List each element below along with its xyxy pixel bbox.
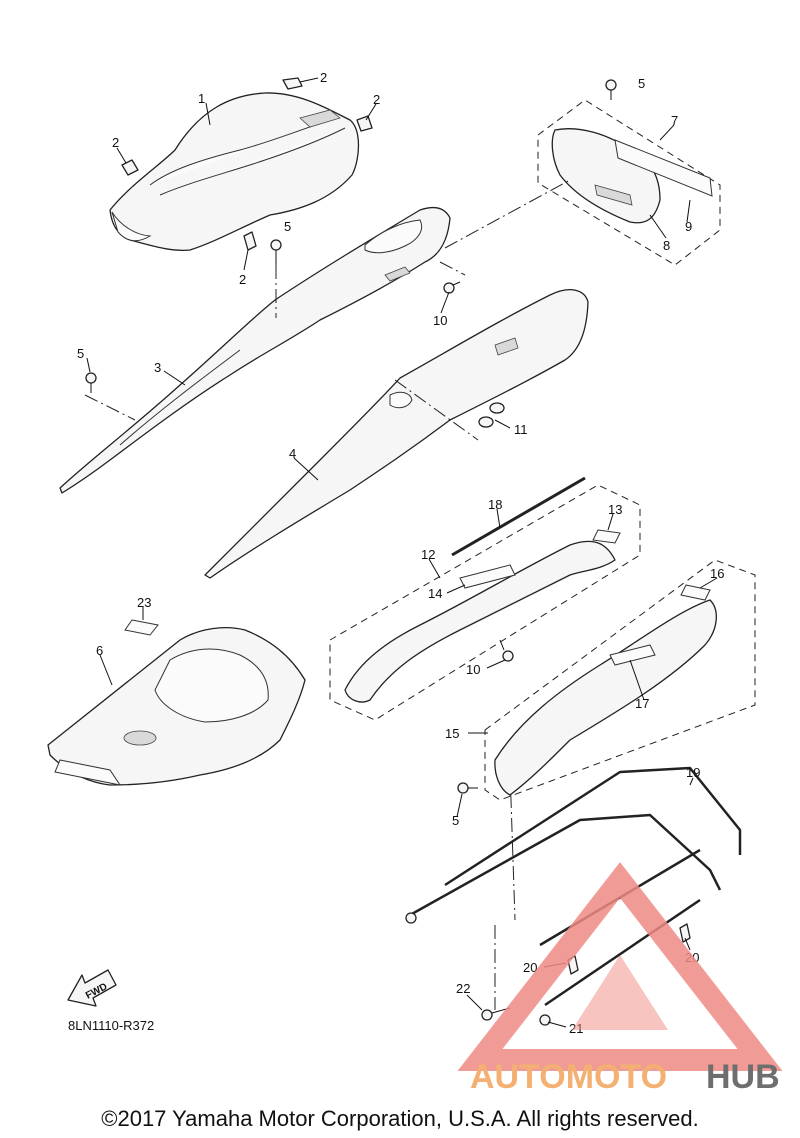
callout-16: 16 [710,566,724,581]
part-23-label [124,619,159,636]
part-1-cover [109,92,360,251]
callout-2: 2 [239,272,246,287]
automotohub-watermark: AUTOMOTO HUB [457,862,783,1096]
part-7-8-9-assembly [537,99,721,266]
callout-10: 10 [466,662,480,677]
callout-13: 13 [608,502,622,517]
part-2-clips [121,77,373,251]
callout-10: 10 [433,313,447,328]
callout-2: 2 [320,70,327,85]
copyright-notice: ©2017 Yamaha Motor Corporation, U.S.A. A… [101,1106,698,1131]
callout-23: 23 [137,595,151,610]
callout-7: 7 [671,113,678,128]
callout-3: 3 [154,360,161,375]
watermark-text-hub: HUB [706,1058,780,1096]
callout-5: 5 [452,813,459,828]
callout-22: 22 [456,981,470,996]
leader-lines [86,77,718,1028]
part-5-screws [85,79,617,794]
callout-14: 14 [428,586,442,601]
fwd-arrow-icon: FWD [67,969,117,1007]
callout-2: 2 [373,92,380,107]
part-15-assembly [484,559,756,801]
callout-17: 17 [635,696,649,711]
part-3-side-cover [59,207,451,494]
callout-18: 18 [488,497,502,512]
callout-15: 15 [445,726,459,741]
callout-9: 9 [685,219,692,234]
callout-11: 11 [514,422,528,437]
diagram-code: 8LN1110-R372 [68,1018,154,1033]
callout-4: 4 [289,446,296,461]
callout-20: 20 [523,960,537,975]
part-6-storage-tub [47,627,306,786]
callout-5: 5 [284,219,291,234]
part-4-lower-cover [204,289,589,579]
callout-2: 2 [112,135,119,150]
part-10-11-fasteners [443,281,514,662]
watermark-text-auto: AUTOMOTO [470,1058,667,1096]
callout-6: 6 [96,643,103,658]
part-19-rail [405,766,742,1007]
callout-12: 12 [421,547,435,562]
callout-1: 1 [198,91,205,106]
callout-8: 8 [663,238,670,253]
callout-5: 5 [77,346,84,361]
callout-5: 5 [638,76,645,91]
callout-19: 19 [686,765,700,780]
part-12-assembly [329,476,641,721]
